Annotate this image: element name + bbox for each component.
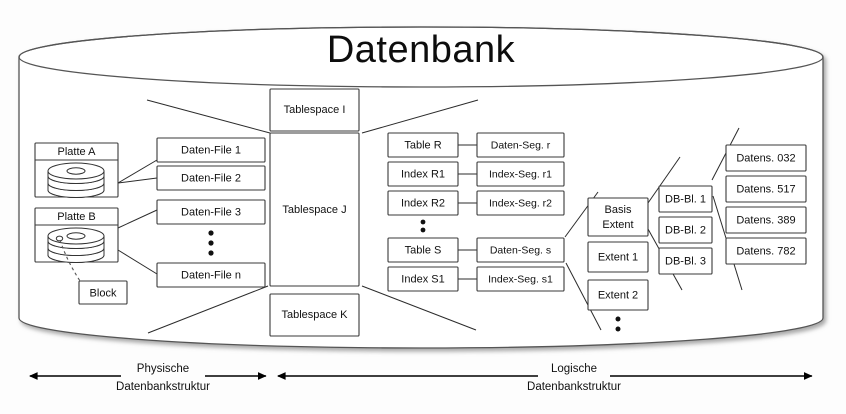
logical-object-label: Index R1 [401,168,445,180]
record-item[interactable]: Datens. 389 [725,206,807,234]
extent-label: Extent 2 [598,289,638,301]
record-list: Datens. 032 Datens. 517 Datens. 389 Date… [725,144,807,265]
tablespace-item[interactable]: Tablespace I [269,88,360,132]
record-item[interactable]: Datens. 032 [725,144,807,172]
db-block-item[interactable]: DB-Bl. 1 [658,185,713,213]
data-file-item[interactable]: Daten-File 1 [156,137,266,163]
fan-lines-logical [361,99,479,331]
diagram-title: Datenbank [327,29,516,71]
segment-item[interactable]: Index-Seg. r2 [476,190,565,216]
logical-caption-line2: Datenbankstruktur [527,381,621,393]
tablespace-item[interactable]: Tablespace K [269,293,360,337]
extent-item-basis[interactable]: Basis Extent [587,197,649,237]
data-file-label: Daten-File 3 [181,206,241,218]
connector-lines-disks-files [117,159,158,275]
data-file-label: Daten-File 1 [181,144,241,156]
segment-item[interactable]: Index-Seg. r1 [476,161,565,187]
record-item[interactable]: Datens. 517 [725,175,807,203]
logical-object-label: Table R [404,139,441,151]
db-block-label: DB-Bl. 3 [665,255,706,267]
tablespace-item[interactable]: Tablespace J [269,132,360,287]
data-file-item[interactable]: Daten-File 2 [156,165,266,191]
logical-object-item[interactable]: Table S [387,237,459,263]
disk-label: Platte A [58,146,97,158]
extent-label: Extent 1 [598,251,638,263]
tablespace-label: Tablespace J [282,204,346,216]
logical-object-ellipsis-icon [420,219,426,233]
record-label: Datens. 389 [736,214,795,226]
db-block-label: DB-Bl. 1 [665,193,706,205]
record-label: Datens. 517 [736,183,795,195]
segment-list: Daten-Seg. r Index-Seg. r1 Index-Seg. r2… [476,132,565,292]
disk-platters-icon [47,227,105,263]
segment-label: Index-Seg. s1 [488,273,553,285]
segment-label: Daten-Seg. s [490,244,551,256]
logical-object-item[interactable]: Index R2 [387,190,459,216]
tablespace-label: Tablespace I [284,104,346,116]
disk-label: Platte B [57,211,96,223]
logical-object-label: Index S1 [401,273,444,285]
physical-caption-line2: Datenbankstruktur [116,381,210,393]
record-item[interactable]: Datens. 782 [725,237,807,265]
extent-label-line2: Extent [602,219,633,231]
tablespace-list: Tablespace I Tablespace J Tablespace K [269,88,360,337]
extent-item[interactable]: Extent 2 [587,279,649,311]
data-file-label: Daten-File n [181,269,241,281]
logical-object-item[interactable]: Index R1 [387,161,459,187]
db-block-label: DB-Bl. 2 [665,224,706,236]
data-file-item[interactable]: Daten-File 3 [156,199,266,225]
tablespace-label: Tablespace K [281,309,348,321]
block-callout[interactable]: Block [59,239,128,305]
data-file-item[interactable]: Daten-File n [156,262,266,288]
data-file-label: Daten-File 2 [181,172,241,184]
segment-item[interactable]: Daten-Seg. s [476,237,565,263]
logical-object-item[interactable]: Index S1 [387,266,459,292]
segment-item[interactable]: Index-Seg. s1 [476,266,565,292]
block-label: Block [90,287,117,299]
physical-structure-annotation: Physische Datenbankstruktur [29,363,267,393]
disk-platte-a[interactable]: Platte A [34,142,119,198]
db-block-item[interactable]: DB-Bl. 3 [658,247,713,275]
segment-label: Daten-Seg. r [491,139,551,151]
data-file-ellipsis-icon [208,230,214,256]
extent-item[interactable]: Extent 1 [587,241,649,273]
segment-label: Index-Seg. r2 [489,197,552,209]
logical-object-label: Table S [405,244,442,256]
connector-lines-objects-segments [458,144,477,280]
disk-platte-b[interactable]: Platte B [34,207,119,263]
logical-structure-annotation: Logische Datenbankstruktur [277,363,813,393]
physical-caption-line1: Physische [137,363,189,375]
logical-caption-line1: Logische [551,363,597,375]
record-label: Datens. 032 [736,152,795,164]
extent-ellipsis-icon [615,316,621,332]
segment-label: Index-Seg. r1 [489,168,552,180]
data-file-list: Daten-File 1 Daten-File 2 Daten-File 3 D… [156,137,266,288]
extent-label-line1: Basis [605,204,632,216]
record-label: Datens. 782 [736,245,795,257]
extent-list: Basis Extent Extent 1 Extent 2 [587,197,649,332]
fan-lines-physical [146,99,271,334]
db-block-list: DB-Bl. 1 DB-Bl. 2 DB-Bl. 3 [658,185,713,275]
db-block-item[interactable]: DB-Bl. 2 [658,216,713,244]
logical-object-list: Table R Index R1 Index R2 Table S Index … [387,132,459,292]
logical-object-item[interactable]: Table R [387,132,459,158]
disk-platters-icon [47,162,105,198]
segment-item[interactable]: Daten-Seg. r [476,132,565,158]
logical-object-label: Index R2 [401,197,445,209]
